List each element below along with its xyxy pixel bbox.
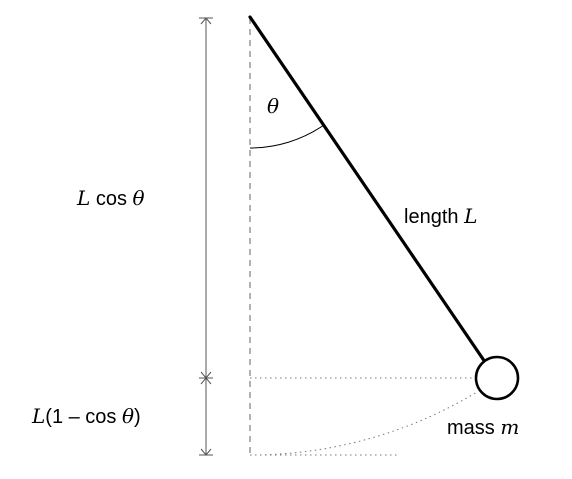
mass-text: mass (447, 417, 501, 439)
pendulum-rod (248, 15, 487, 364)
swing-arc-dotted (249, 391, 478, 456)
mass-label: mass m (447, 415, 519, 440)
l-cos-theta-symbol: θ (132, 186, 145, 210)
l-cos-prefix: L (77, 186, 91, 210)
length-text: length (404, 206, 465, 228)
l-cos-theta-label: L cos θ (77, 186, 145, 211)
theta-symbol: θ (267, 94, 280, 118)
angle-arc (249, 124, 325, 149)
length-var: L (464, 204, 478, 228)
mass-var: m (500, 415, 520, 439)
l-one-suffix: ) (134, 406, 141, 428)
l-one-text: (1 – cos (45, 406, 122, 428)
l-one-theta-symbol: θ (121, 404, 135, 428)
dimension-l-cos-theta (199, 17, 213, 379)
pendulum-bob (474, 355, 520, 401)
length-label: length L (404, 204, 477, 229)
dimension-l-one-minus-cos-theta (199, 377, 213, 456)
l-cos-text: cos (90, 188, 133, 210)
l-one-minus-cos-label: L(1 – cos θ) (32, 404, 141, 429)
angle-theta-label: θ (267, 94, 279, 119)
l-one-prefix: L (32, 404, 46, 428)
